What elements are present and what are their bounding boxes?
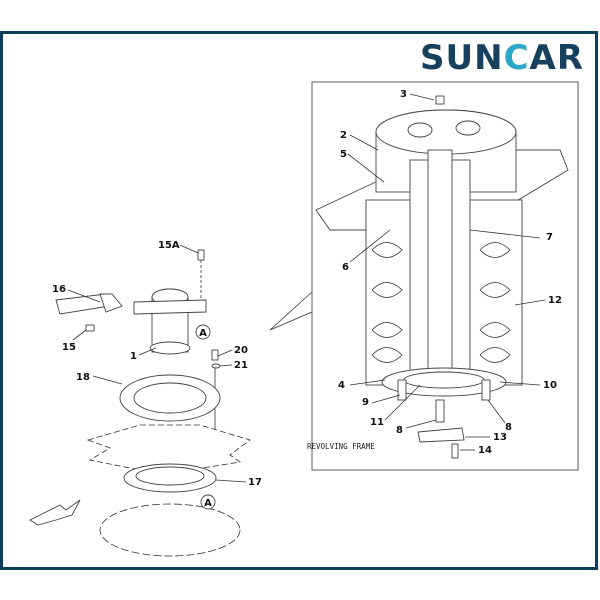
left-assembly [29,249,251,557]
part-label-10: 10 [543,380,557,391]
callout-pointer [269,291,313,331]
part-label-21: 21 [234,360,248,371]
detail-marker-a-bottom-label: A [204,498,212,509]
part-label-16: 16 [52,284,66,295]
part-label-14: 14 [478,445,492,456]
part-label-13: 13 [493,432,507,443]
part-label-4: 4 [338,380,345,391]
part-label-6: 6 [342,262,349,273]
leader-lines-right [347,93,546,451]
part-label-17: 17 [248,477,262,488]
part-label-8-left: 8 [396,425,403,436]
suncar-logo: SUNCAR [420,38,585,78]
leader-lines-left [67,244,247,483]
part-label-7: 7 [546,232,553,243]
detail-inset-box [311,81,579,471]
detail-marker-a-top-label: A [199,328,207,339]
detail-marker-a-top [195,324,211,340]
part-label-3: 3 [400,89,407,100]
part-label-11: 11 [370,417,384,428]
part-label-8-right: 8 [505,422,512,433]
revolving-frame-annotation: REVOLVING FRAME [307,442,375,451]
part-label-1: 1 [130,351,137,362]
part-label-5: 5 [340,149,347,160]
part-label-15a: 15A [158,240,180,251]
part-label-9: 9 [362,397,369,408]
swivel-joint-cutaway [315,95,569,459]
part-label-12: 12 [548,295,562,306]
part-label-15: 15 [62,342,76,353]
direction-arrow [29,499,81,526]
part-label-20: 20 [234,345,248,356]
part-label-18: 18 [76,372,90,383]
detail-marker-a-bottom [200,494,216,510]
part-label-2: 2 [340,130,347,141]
